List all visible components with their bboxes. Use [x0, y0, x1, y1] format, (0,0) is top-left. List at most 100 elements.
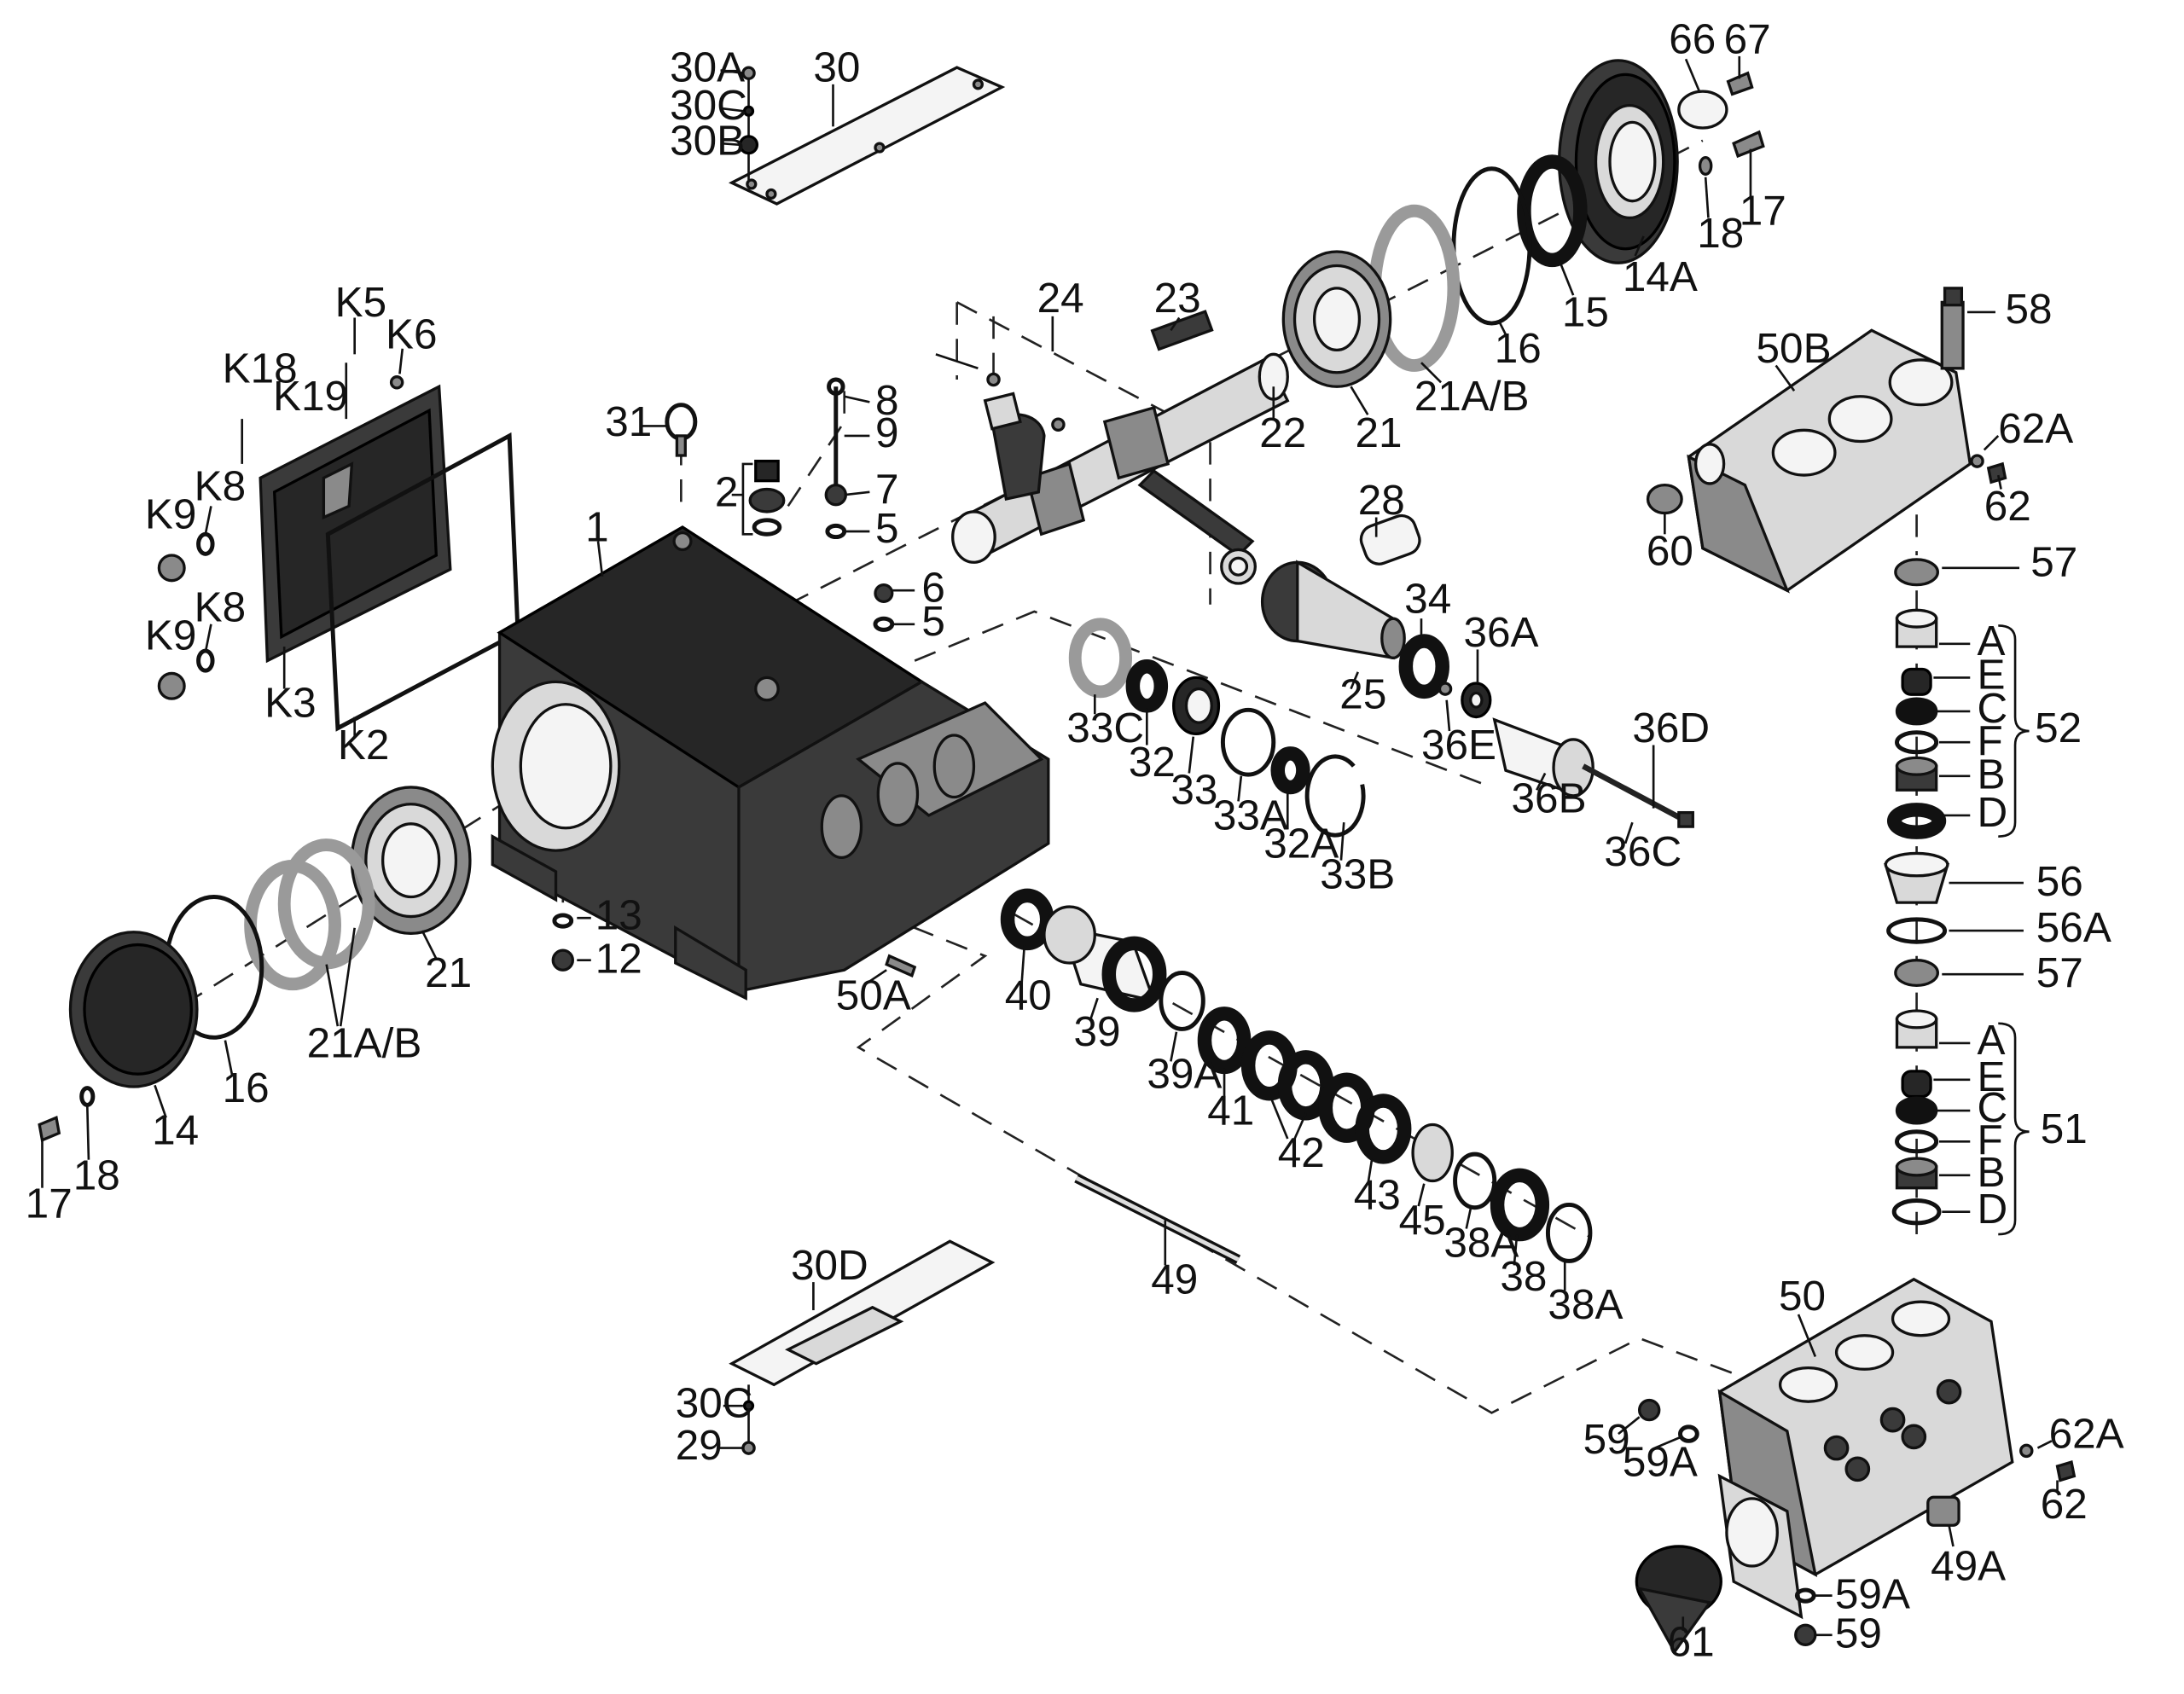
callout-23: 23 — [1154, 275, 1201, 322]
front-bearing-group — [38, 786, 472, 1142]
leader-lines — [41, 55, 2059, 1637]
callout-21AB-a: 21A/B — [1414, 373, 1530, 420]
callout-K3: K3 — [264, 680, 317, 727]
callout-C2: C — [1978, 1084, 2008, 1131]
callout-30B: 30B — [670, 117, 745, 164]
callout-6: 6 — [921, 564, 945, 611]
manifold-50 — [1635, 1277, 2077, 1655]
crankcase-1 — [491, 525, 1050, 1001]
callout-17b: 17 — [26, 1180, 73, 1227]
callout-30D: 30D — [791, 1242, 868, 1289]
callout-62A-b: 62A — [2049, 1411, 2124, 1458]
crosshead-25 — [1260, 513, 1694, 828]
callout-30C: 30C — [670, 82, 747, 129]
callout-36D: 36D — [1632, 705, 1710, 751]
callout-56: 56 — [2036, 858, 2083, 905]
callout-E1: E — [1978, 652, 2006, 699]
callout-50: 50 — [1779, 1273, 1826, 1320]
callout-41: 41 — [1207, 1088, 1254, 1134]
callout-57a: 57 — [2030, 539, 2077, 586]
callout-33: 33 — [1170, 767, 1217, 814]
callout-36B: 36B — [1512, 775, 1587, 822]
callout-E2: E — [1978, 1053, 2006, 1100]
valve-head-50B — [1646, 287, 2007, 594]
callout-33A: 33A — [1213, 792, 1288, 838]
callout-52: 52 — [2035, 705, 2082, 751]
callout-18b: 18 — [73, 1152, 120, 1198]
callout-30C-b: 30C — [676, 1379, 753, 1426]
rear-cover-K3 — [157, 363, 520, 732]
callout-21b: 21 — [425, 949, 472, 996]
callout-D1: D — [1978, 789, 2008, 836]
callout-K9a: K9 — [145, 491, 197, 538]
callout-K8b: K8 — [195, 583, 247, 630]
callout-14A: 14A — [1623, 253, 1698, 300]
callout-2: 2 — [715, 468, 739, 515]
callout-24: 24 — [1037, 275, 1084, 322]
callout-29: 29 — [676, 1422, 723, 1469]
callout-1: 1 — [585, 504, 609, 551]
callout-30: 30 — [813, 44, 860, 91]
callout-66: 66 — [1669, 16, 1716, 63]
callout-K2: K2 — [338, 722, 390, 769]
callout-34: 34 — [1404, 576, 1451, 623]
callout-42: 42 — [1278, 1129, 1325, 1176]
callout-F2: F — [1978, 1117, 2003, 1163]
callout-62a: 62 — [1984, 483, 2031, 530]
callout-B2: B — [1978, 1149, 2006, 1196]
callout-B1: B — [1978, 751, 2006, 798]
callout-16a: 16 — [1495, 325, 1542, 372]
callout-25: 25 — [1339, 671, 1386, 718]
callout-38A-a: 38A — [1443, 1219, 1519, 1266]
callout-14: 14 — [152, 1107, 199, 1154]
callout-38: 38 — [1500, 1253, 1547, 1300]
callout-50B: 50B — [1757, 325, 1832, 372]
crankshaft-assembly — [935, 352, 1290, 585]
callout-60: 60 — [1647, 528, 1693, 575]
callout-K8a: K8 — [195, 463, 247, 510]
callout-8: 8 — [875, 377, 899, 424]
callout-49A: 49A — [1931, 1543, 2006, 1590]
callout-22: 22 — [1259, 409, 1306, 456]
callout-5a: 5 — [875, 505, 899, 552]
callout-59b: 59 — [1835, 1610, 1882, 1657]
callout-15: 15 — [1562, 288, 1609, 335]
callout-51: 51 — [2041, 1105, 2088, 1152]
callout-K19: K19 — [273, 373, 348, 420]
callout-62b: 62 — [2041, 1481, 2088, 1528]
callout-K18: K18 — [223, 345, 298, 392]
callout-59A-a: 59A — [1623, 1439, 1698, 1486]
callout-C1: C — [1978, 685, 2008, 732]
seal-rings-rear — [1150, 154, 1588, 388]
callout-18a: 18 — [1697, 210, 1744, 257]
callout-28: 28 — [1358, 477, 1405, 524]
callout-36A: 36A — [1463, 609, 1538, 656]
callout-30A: 30A — [670, 44, 745, 91]
callout-K5: K5 — [335, 279, 387, 326]
callout-39: 39 — [1074, 1008, 1121, 1055]
callout-67: 67 — [1724, 16, 1771, 63]
callout-21a: 21 — [1355, 409, 1402, 456]
callout-7: 7 — [875, 466, 899, 513]
callout-40: 40 — [1005, 972, 1052, 1018]
callout-59a: 59 — [1583, 1416, 1630, 1463]
callout-32: 32 — [1129, 739, 1176, 786]
callout-A1: A — [1978, 618, 2006, 664]
callout-36C: 36C — [1604, 828, 1682, 875]
callout-5b: 5 — [921, 598, 945, 645]
callout-17a: 17 — [1740, 188, 1786, 235]
callout-56A: 56A — [2036, 904, 2111, 951]
callout-57b: 57 — [2036, 949, 2083, 996]
callout-59A-b: 59A — [1835, 1570, 1910, 1617]
callout-16b: 16 — [223, 1065, 270, 1111]
callout-43: 43 — [1354, 1171, 1401, 1218]
callout-F1: F — [1978, 717, 2003, 764]
callout-62A-a: 62A — [1998, 405, 2073, 452]
callout-13: 13 — [595, 891, 642, 938]
callout-labels: 30A 30C 30B 30 66 67 18 17 14A 15 16 21A… — [26, 16, 2124, 1666]
callout-21AB-b: 21A/B — [307, 1019, 422, 1066]
lower-cover-30D — [729, 1239, 996, 1455]
top-cover-plate-30 — [728, 66, 1006, 206]
callout-33C: 33C — [1066, 705, 1144, 751]
